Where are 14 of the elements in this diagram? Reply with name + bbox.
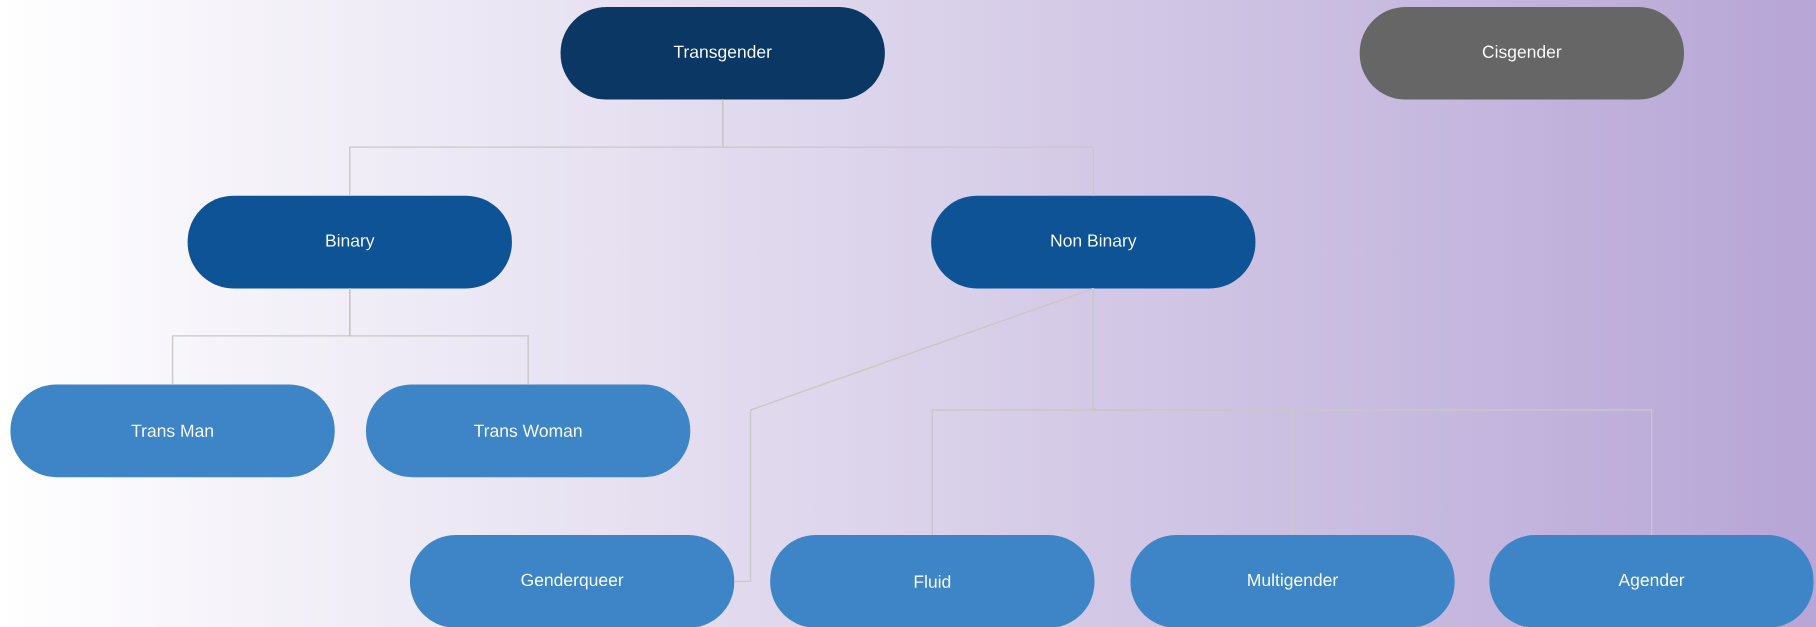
category-pill: Binary: [187, 195, 512, 289]
connector-line: [733, 287, 1094, 583]
category-pill: Fluid: [770, 535, 1095, 627]
connector-line: [722, 99, 1094, 197]
category-pill: Trans Man: [10, 384, 335, 478]
category-pill: Multigender: [1130, 535, 1455, 627]
connector-line: [1092, 287, 1653, 536]
category-pill: Agender: [1489, 535, 1814, 627]
category-pill: Trans Woman: [366, 384, 691, 478]
category-pill: Genderqueer: [410, 535, 735, 627]
connector-line: [349, 287, 529, 385]
category-pill: Non Binary: [931, 195, 1256, 289]
category-pill: Cisgender: [1359, 6, 1684, 100]
category-pill: Transgender: [560, 6, 885, 100]
